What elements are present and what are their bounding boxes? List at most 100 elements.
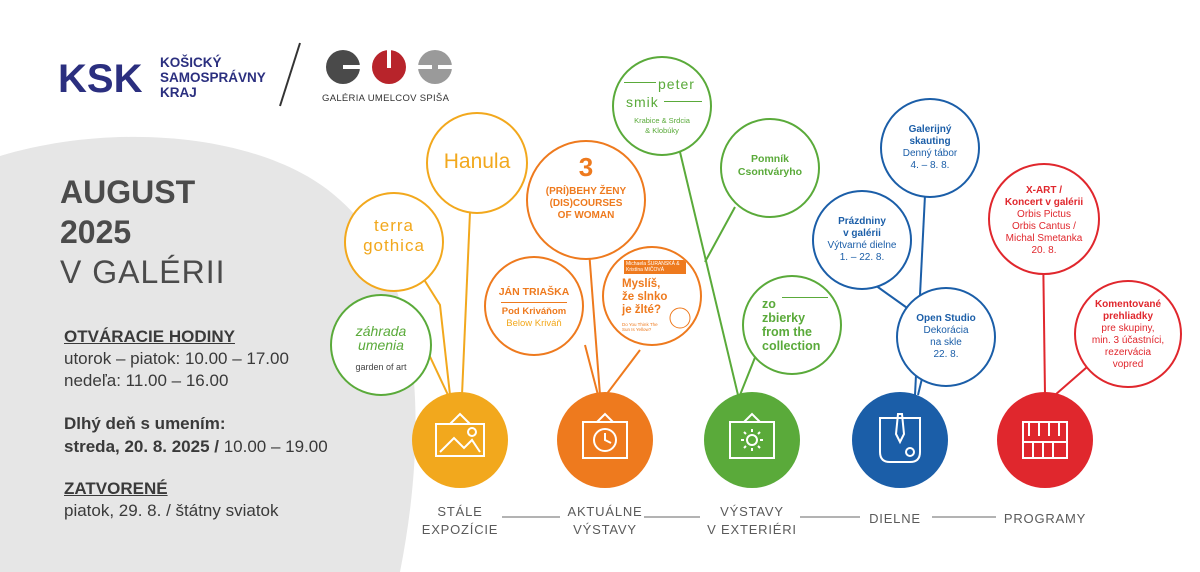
closed-text: piatok, 29. 8. / štátny sviatok (64, 501, 279, 520)
smik-rule-2 (664, 101, 702, 102)
skauting-title: Galerijný (908, 124, 952, 135)
prazdniny-label: Prázdniny v galérii Výtvarné dielne 1. –… (814, 216, 910, 264)
triaska-label: JÁN TRIAŠKA Pod Kriváňom Below Kriváň (486, 286, 582, 330)
komentovane-line: pre skupiny, (1101, 323, 1155, 334)
garden-line: garden of art (355, 362, 407, 372)
hours-heading: OTVÁRACIE HODINY (64, 327, 235, 346)
pomnik-label: Pomník Csontváryho (722, 153, 818, 179)
prazdniny-title: v galérii (843, 228, 881, 239)
clock-frame-icon (557, 392, 653, 488)
xart-line: 20. 8. (1031, 245, 1057, 256)
category-label-aktualne: AKTUÁLNE VÝSTAVY (545, 503, 665, 539)
category-label-programy: PROGRAMY (995, 510, 1095, 528)
studio-sub: na skle (930, 337, 962, 348)
terra-line: terra (374, 216, 414, 235)
zbierky-line: from the (762, 325, 812, 339)
category-label-line: EXPOZÍCIE (421, 522, 499, 537)
svg-text:KSK: KSK (58, 57, 143, 101)
xart-line: Orbis Cantus / (1012, 221, 1076, 232)
zbierky-rule (782, 297, 828, 298)
xart-title: X-ART / (1025, 185, 1063, 196)
myslis-line: je žlté? (622, 304, 661, 316)
ksk-logo-icon: KSK (58, 57, 143, 101)
zbierky-line: collection (762, 339, 821, 353)
title-subtitle: V GALÉRII (60, 254, 226, 290)
title-month: AUGUST (60, 174, 196, 210)
circle-hanula: Hanula (426, 112, 528, 214)
pribehy-line: (DIS)COURSES (549, 198, 623, 209)
zahrada-line: záhrada (355, 323, 407, 339)
komentovane-line: rezervácia (1104, 347, 1152, 358)
page-title: AUGUST 2025 V GALÉRII (60, 172, 226, 292)
circle-galerijny-skauting: Galerijný skauting Denný tábor 4. – 8. 8… (880, 98, 980, 198)
terra-gothica-label: terra gothica (346, 216, 442, 256)
category-label-line: VÝSTAVY (720, 504, 784, 519)
pribehy-line: (PRÍ)BEHY ŽENY (545, 186, 627, 197)
peter-sub: Krabice & Srdcia & Klobúky (614, 116, 710, 136)
sun-outline-icon (669, 307, 691, 329)
category-label-line: AKTUÁLNE (567, 504, 643, 519)
category-label-line: PROGRAMY (1003, 511, 1087, 526)
studio-label: Open Studio Dekorácia na skle 22. 8. (898, 313, 994, 361)
category-label-dielne: DIELNE (855, 510, 935, 528)
zbierky-line: zbierky (762, 311, 806, 325)
picture-frame-icon (412, 392, 508, 488)
komentovane-line: min. 3 účastníci, (1091, 335, 1165, 346)
xart-title: Koncert v galérii (1004, 197, 1084, 208)
triaska-title-en: Below Kriváň (506, 318, 562, 329)
skauting-label: Galerijný skauting Denný tábor 4. – 8. 8… (882, 124, 978, 172)
long-day-time: 10.00 – 19.00 (219, 437, 328, 456)
studio-title: Open Studio (916, 313, 976, 324)
prazdniny-date: 1. – 22. 8. (839, 252, 885, 263)
circle-komentovane: Komentované prehliadky pre skupiny, min.… (1074, 280, 1182, 388)
zbierky-line: zo (762, 297, 776, 311)
circle-prazdniny: Prázdniny v galérii Výtvarné dielne 1. –… (812, 190, 912, 290)
circle-pribehy-zeny: 3 (PRÍ)BEHY ŽENY (DIS)COURSES OF WOMAN (526, 140, 646, 260)
pribehy-line: OF WOMAN (557, 210, 615, 221)
hanula-label: Hanula (443, 150, 511, 173)
circle-jan-triaska: JÁN TRIAŠKA Pod Kriváňom Below Kriváň (484, 256, 584, 356)
circle-terra-gothica: terra gothica (344, 192, 444, 292)
studio-sub: Dekorácia (923, 325, 969, 336)
hours-weekdays: utorok – piatok: 10.00 – 17.00 (64, 349, 289, 368)
gallery-logo-icon (326, 50, 452, 84)
zahrada-label: záhrada umenia garden of art (332, 324, 430, 374)
gothica-line: gothica (363, 236, 425, 255)
pribehy-label: 3 (PRÍ)BEHY ŽENY (DIS)COURSES OF WOMAN (528, 154, 644, 222)
xart-label: X-ART / Koncert v galérii Orbis Pictus O… (990, 185, 1098, 257)
triaska-title: Pod Kriváňom (501, 306, 567, 317)
closed-heading: ZATVORENÉ (64, 479, 168, 498)
komentovane-title: Komentované (1094, 299, 1162, 310)
logo-divider (279, 42, 301, 107)
circle-peter-smik: peter smik Krabice & Srdcia & Klobúky (612, 56, 712, 156)
myslis-line: že slnko (622, 291, 668, 303)
studio-date: 22. 8. (933, 349, 959, 360)
peter-sub-line: & Klobúky (645, 126, 679, 135)
category-label-line: VÝSTAVY (573, 522, 637, 537)
smik-rule (624, 82, 656, 83)
myslis-title: Myslíš, že slnko je žlté? (622, 278, 667, 317)
closed-info: ZATVORENÉ piatok, 29. 8. / štátny sviato… (64, 478, 279, 522)
komentovane-title: prehliadky (1102, 311, 1154, 322)
smik-line: smik (626, 94, 659, 110)
csontvary-line: Csontváryho (737, 166, 803, 178)
sun-frame-icon (704, 392, 800, 488)
pribehy-number: 3 (578, 152, 594, 182)
skauting-sub: Denný tábor (902, 148, 958, 159)
circle-open-studio: Open Studio Dekorácia na skle 22. 8. (896, 287, 996, 387)
komentovane-label: Komentované prehliadky pre skupiny, min.… (1076, 299, 1180, 371)
triaska-rule (501, 302, 567, 303)
gallery-name: GALÉRIA UMELCOV SPIŠA (322, 93, 450, 104)
ksk-name-line: KOŠICKÝ (160, 55, 222, 70)
title-year: 2025 (60, 214, 132, 250)
circle-zahrada-umenia: záhrada umenia garden of art (330, 294, 432, 396)
prazdniny-title: Prázdniny (838, 216, 886, 227)
long-day: Dlhý deň s umením: streda, 20. 8. 2025 /… (64, 412, 328, 459)
peter-sub-line: Krabice & Srdcia (634, 116, 690, 125)
zbierky-label: zo zbierky from the collection (762, 297, 820, 353)
long-day-heading: Dlhý deň s umením: (64, 414, 226, 433)
category-label-line: DIELNE (869, 511, 921, 526)
skauting-title: skauting (909, 136, 951, 147)
myslis-line: Myslíš, (622, 278, 661, 290)
